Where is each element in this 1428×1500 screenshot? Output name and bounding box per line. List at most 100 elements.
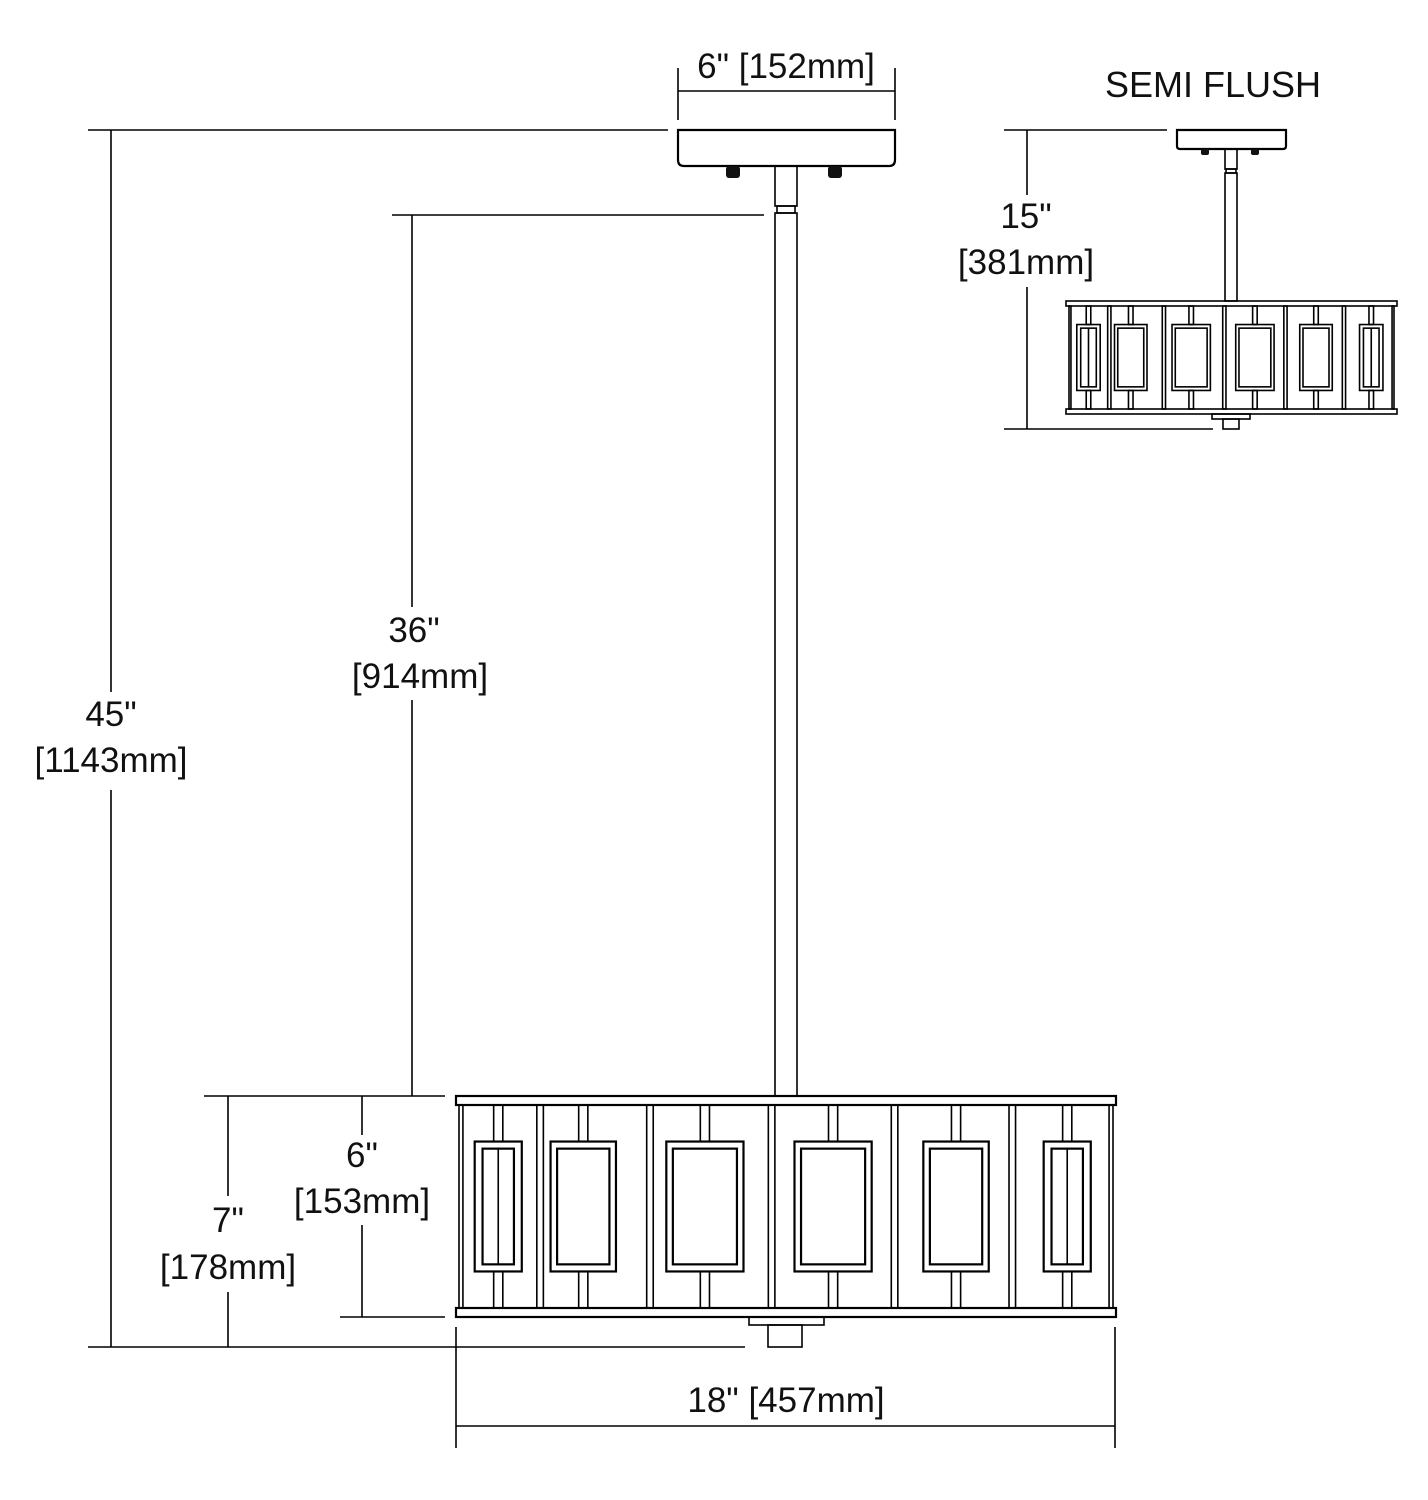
panel-stem-bottom	[1127, 389, 1134, 410]
panel-outer-frame	[549, 1140, 618, 1273]
panel-outer-frame	[1076, 323, 1102, 392]
panel-inner-frame	[1238, 327, 1272, 388]
dimension-canopy-width: 6" [152mm]	[677, 47, 896, 120]
panel-outer-frame	[1234, 323, 1275, 392]
panel-stem-top	[577, 1104, 589, 1143]
shade-post	[1391, 305, 1395, 410]
panel-stem-bottom	[1312, 389, 1320, 410]
shade-divider	[1161, 305, 1167, 410]
shade-bottom-rail	[454, 1306, 1118, 1319]
panel-stem-top	[1061, 1104, 1073, 1143]
panel-stem-top	[1368, 305, 1375, 326]
body-height-metric: [178mm]	[160, 1248, 296, 1287]
shade-divider	[1341, 305, 1347, 410]
shade-divider	[1221, 305, 1227, 410]
overall-height-metric: [1143mm]	[34, 741, 187, 780]
panel-outer-frame	[473, 1140, 523, 1273]
panel-stem-bottom	[699, 1270, 711, 1309]
semi-flush-title: SEMI FLUSH	[1105, 64, 1321, 105]
shade-divider	[645, 1104, 655, 1309]
panel-outer-frame	[1113, 323, 1148, 392]
dimension-shade-height: 6" [153mm]	[204, 1095, 445, 1318]
shade-post	[1068, 305, 1072, 410]
rod-length-imperial: 36"	[388, 611, 439, 650]
shade-panel	[1298, 305, 1334, 410]
panel-stem-top	[827, 1104, 839, 1143]
shade-panel	[1113, 305, 1148, 410]
panel-outer-frame	[1298, 323, 1334, 392]
shade-post	[1108, 1104, 1114, 1309]
dimension-semi-flush-height: 15" [381mm]	[958, 129, 1213, 430]
panel-inner-frame	[555, 1147, 611, 1266]
bottom-finial	[748, 1316, 825, 1348]
pendant-view: 6" [152mm] 45" [1143mm] 36" [914mm] 6"	[34, 47, 1118, 1448]
semi-flush-finial	[1211, 413, 1251, 430]
panel-stem-top	[950, 1104, 962, 1143]
dimension-width: 18" [457mm]	[455, 1327, 1116, 1448]
shade-divider	[1008, 1104, 1017, 1309]
rod-length-metric: [914mm]	[352, 657, 488, 696]
panel-stem-bottom	[577, 1270, 589, 1309]
panel-outer-frame	[922, 1140, 990, 1273]
panel-stem-bottom	[1085, 389, 1092, 410]
panel-inner-frame	[671, 1147, 739, 1266]
semi-flush-height-imperial: 15"	[1000, 197, 1051, 236]
semi-flush-rod	[1224, 148, 1238, 302]
panel-stem-bottom	[827, 1270, 839, 1309]
panel-stem-top	[1127, 305, 1134, 326]
width-label: 18" [457mm]	[687, 1381, 884, 1420]
panel-stem-bottom	[1061, 1270, 1073, 1309]
panel-outer-frame	[1171, 323, 1212, 392]
panel-stem-bottom	[950, 1270, 962, 1309]
dimension-rod-length: 36" [914mm]	[352, 214, 764, 1096]
panel-stem-top	[1251, 305, 1258, 326]
panel-outer-frame	[1042, 1140, 1092, 1273]
panel-stem-bottom	[1251, 389, 1258, 410]
shade-top-rail	[454, 1094, 1118, 1107]
shade-panel	[1234, 305, 1275, 410]
shade-post	[458, 1104, 464, 1309]
shade-divider	[1283, 305, 1288, 410]
panel-stem-bottom	[1368, 389, 1375, 410]
panel-inner-frame	[1116, 327, 1145, 388]
downrod	[774, 165, 798, 1097]
panel-stem-top	[1312, 305, 1320, 326]
panel-stem-top	[1085, 305, 1092, 326]
canopy	[676, 128, 897, 178]
canopy-width-label: 6" [152mm]	[697, 47, 875, 86]
panel-inner-frame	[799, 1147, 867, 1266]
shade-panel	[793, 1104, 873, 1309]
shade-divider	[1106, 305, 1112, 410]
shade-divider	[890, 1104, 899, 1309]
panel-stem-bottom	[1188, 389, 1195, 410]
shade-panel	[1358, 305, 1384, 410]
shade-height-imperial: 6"	[346, 1136, 378, 1175]
canopy-screw-left	[726, 166, 740, 178]
shade-panel	[665, 1104, 745, 1309]
shade-panel	[922, 1104, 990, 1309]
panel-stem-top	[699, 1104, 711, 1143]
panel-outer-frame	[793, 1140, 873, 1273]
shade-panel	[1076, 305, 1102, 410]
panel-outer-frame	[1358, 323, 1384, 392]
dimension-overall-height: 45" [1143mm]	[34, 129, 745, 1348]
panel-stem-top	[492, 1104, 504, 1143]
semi-flush-shade	[1065, 300, 1398, 415]
semi-flush-view: SEMI FLUSH 15" [381mm]	[958, 64, 1398, 430]
panel-stem-top	[1188, 305, 1195, 326]
shade-divider	[536, 1104, 545, 1309]
panel-inner-frame	[1302, 327, 1330, 388]
shade-panel	[1042, 1104, 1092, 1309]
shade-height-metric: [153mm]	[294, 1182, 430, 1221]
shade-top-rail	[1065, 300, 1398, 307]
shade-panel	[1171, 305, 1212, 410]
shade-divider	[767, 1104, 776, 1309]
body-height-imperial: 7"	[212, 1201, 244, 1240]
shade	[454, 1094, 1118, 1319]
shade-panel	[473, 1104, 523, 1309]
dimension-body-height: 7" [178mm]	[160, 1096, 296, 1347]
panel-stem-bottom	[492, 1270, 504, 1309]
panel-inner-frame	[1174, 327, 1208, 388]
shade-panel	[549, 1104, 618, 1309]
